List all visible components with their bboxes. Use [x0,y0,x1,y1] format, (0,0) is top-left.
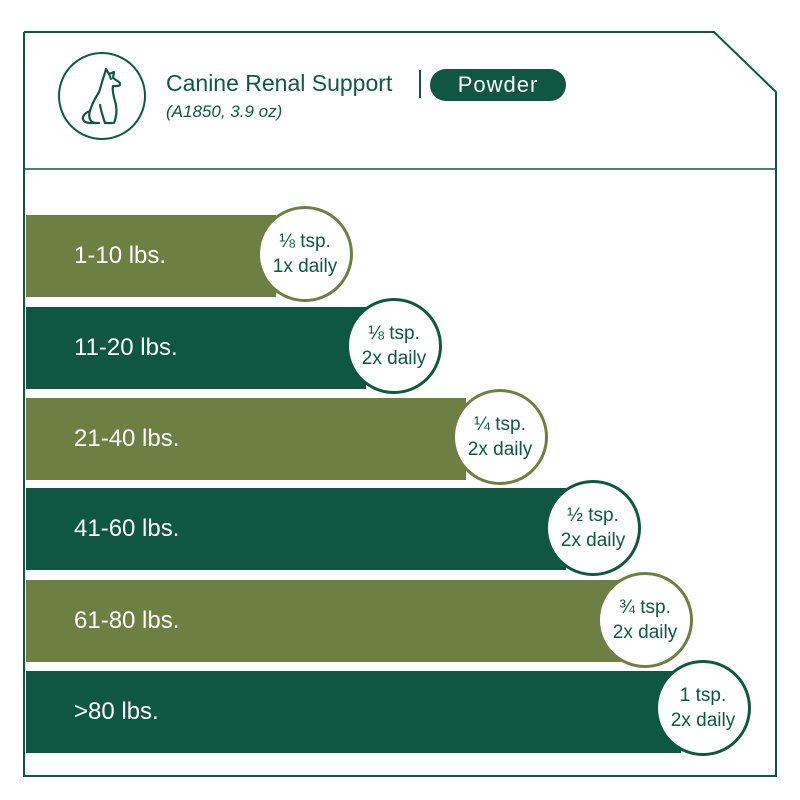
weight-label: 41-60 lbs. [74,515,180,542]
form-badge: Powder [430,69,566,101]
title-separator [419,70,421,98]
weight-label: 1-10 lbs. [74,242,167,269]
product-subtitle: (A1850, 3.9 oz) [166,102,283,121]
dose-frequency: 2x daily [612,622,678,643]
dose-frequency: 2x daily [467,439,533,460]
weight-label: 11-20 lbs. [74,334,178,361]
dosage-badge: ½ tsp. 2x daily [545,480,641,576]
dose-frequency: 2x daily [670,710,736,731]
dose-amount: ¼ tsp. [474,414,526,435]
dose-amount: ½ tsp. [567,505,619,526]
sitting-dog-icon [81,67,122,125]
dose-amount: ¾ tsp. [619,597,671,618]
dose-amount: ⅛ tsp. [368,323,420,344]
logo-badge [58,52,146,140]
dosage-badge: ¼ tsp. 2x daily [452,389,548,485]
dose-frequency: 1x daily [272,256,338,277]
dosage-bar: 11-20 lbs. [26,307,366,389]
dosage-bar: 61-80 lbs. [26,580,621,662]
dose-frequency: 2x daily [560,530,626,551]
weight-label: >80 lbs. [74,698,159,725]
dosage-bar: 41-60 lbs. [26,488,566,570]
dosage-badge: ¾ tsp. 2x daily [597,572,693,668]
dose-amount: ⅛ tsp. [279,231,331,252]
dose-frequency: 2x daily [361,348,427,369]
weight-label: 21-40 lbs. [74,425,180,452]
weight-label: 61-80 lbs. [74,607,180,634]
dosage-badge: 1 tsp. 2x daily [655,660,751,756]
dosage-bar: 21-40 lbs. [26,398,466,480]
dosage-bar: >80 lbs. [26,671,681,753]
dosage-badge: ⅛ tsp. 1x daily [257,206,353,302]
product-title: Canine Renal Support [166,70,393,96]
dosage-bar: 1-10 lbs. [26,215,276,297]
dosage-badge: ⅛ tsp. 2x daily [346,298,442,394]
dose-amount: 1 tsp. [679,685,727,706]
